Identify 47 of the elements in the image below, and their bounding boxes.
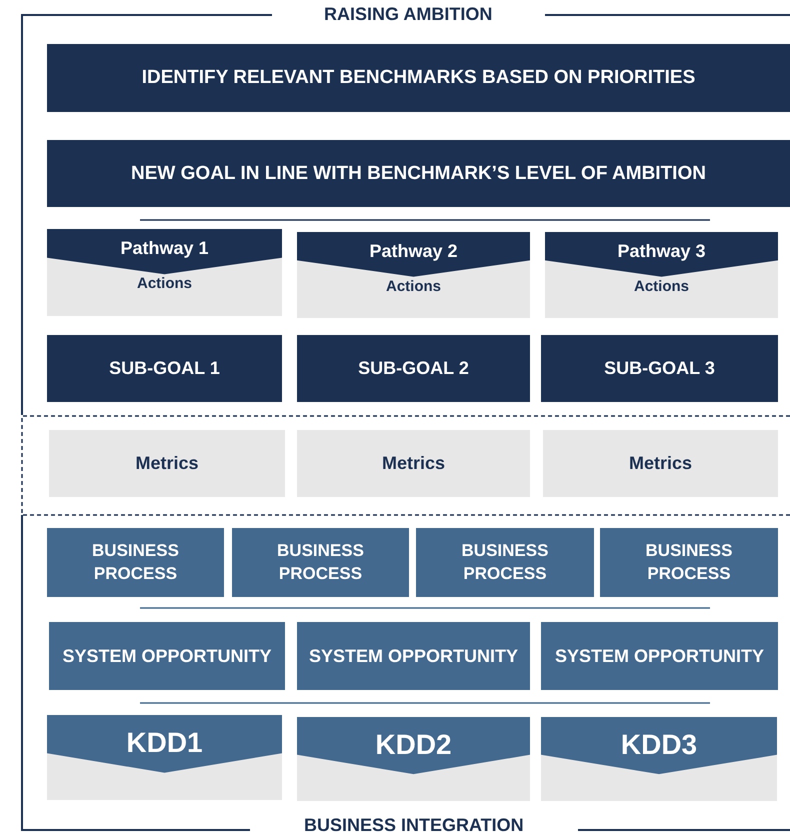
process-box [47,528,224,597]
metrics-box [543,430,778,497]
actions-label: Actions [634,278,689,295]
process-label: BUSINESS PROCESS [644,540,734,584]
process-label: SYSTEM OPPORTUNITY [61,644,273,668]
process-label: SYSTEM OPPORTUNITY [554,644,766,668]
chevron-box [297,717,530,801]
diagram-title: RAISING AMBITION [324,4,492,25]
goal-box [297,335,530,402]
metrics-label: Metrics [628,452,694,476]
process-label: SYSTEM OPPORTUNITY [308,644,520,668]
chevron-box [541,717,777,801]
banner-box [47,140,790,207]
actions-label: Actions [386,278,441,295]
metrics-box [297,430,530,497]
pathway-label: Pathway 3 [617,241,706,262]
process-box [232,528,409,597]
kdd-label: KDD2 [375,729,452,761]
metrics-box [49,430,285,497]
goal-box [47,335,282,402]
goal-label: SUB-GOAL 2 [357,357,470,380]
banner-text: NEW GOAL IN LINE WITH BENCHMARK’S LEVEL OF AMBITION [130,162,707,186]
chevron-box [47,715,282,800]
pathway-label: Pathway 1 [120,238,209,259]
pathway-label: Pathway 2 [369,241,458,262]
metrics-label: Metrics [380,452,446,476]
metrics-label: Metrics [134,452,200,476]
goal-label: SUB-GOAL 1 [108,357,221,380]
chevron-box [297,232,530,318]
goal-box [541,335,778,402]
process-box [297,622,530,690]
goal-label: SUB-GOAL 3 [603,357,716,380]
kdd-label: KDD3 [620,729,698,761]
process-label: BUSINESS PROCESS [276,540,365,584]
banner-box [47,44,790,112]
process-label: BUSINESS PROCESS [460,540,550,584]
chevron-box [47,229,282,316]
banner-text: IDENTIFY RELEVANT BENCHMARKS BASED ON PRIORITIES [140,66,696,90]
process-label: BUSINESS PROCESS [91,540,180,584]
process-box [600,528,778,597]
actions-label: Actions [136,275,192,292]
kdd-label: KDD1 [126,727,203,759]
process-box [416,528,594,597]
process-box [49,622,285,690]
diagram-caption: BUSINESS INTEGRATION [304,815,524,836]
chevron-box [545,232,778,318]
process-box [541,622,778,690]
